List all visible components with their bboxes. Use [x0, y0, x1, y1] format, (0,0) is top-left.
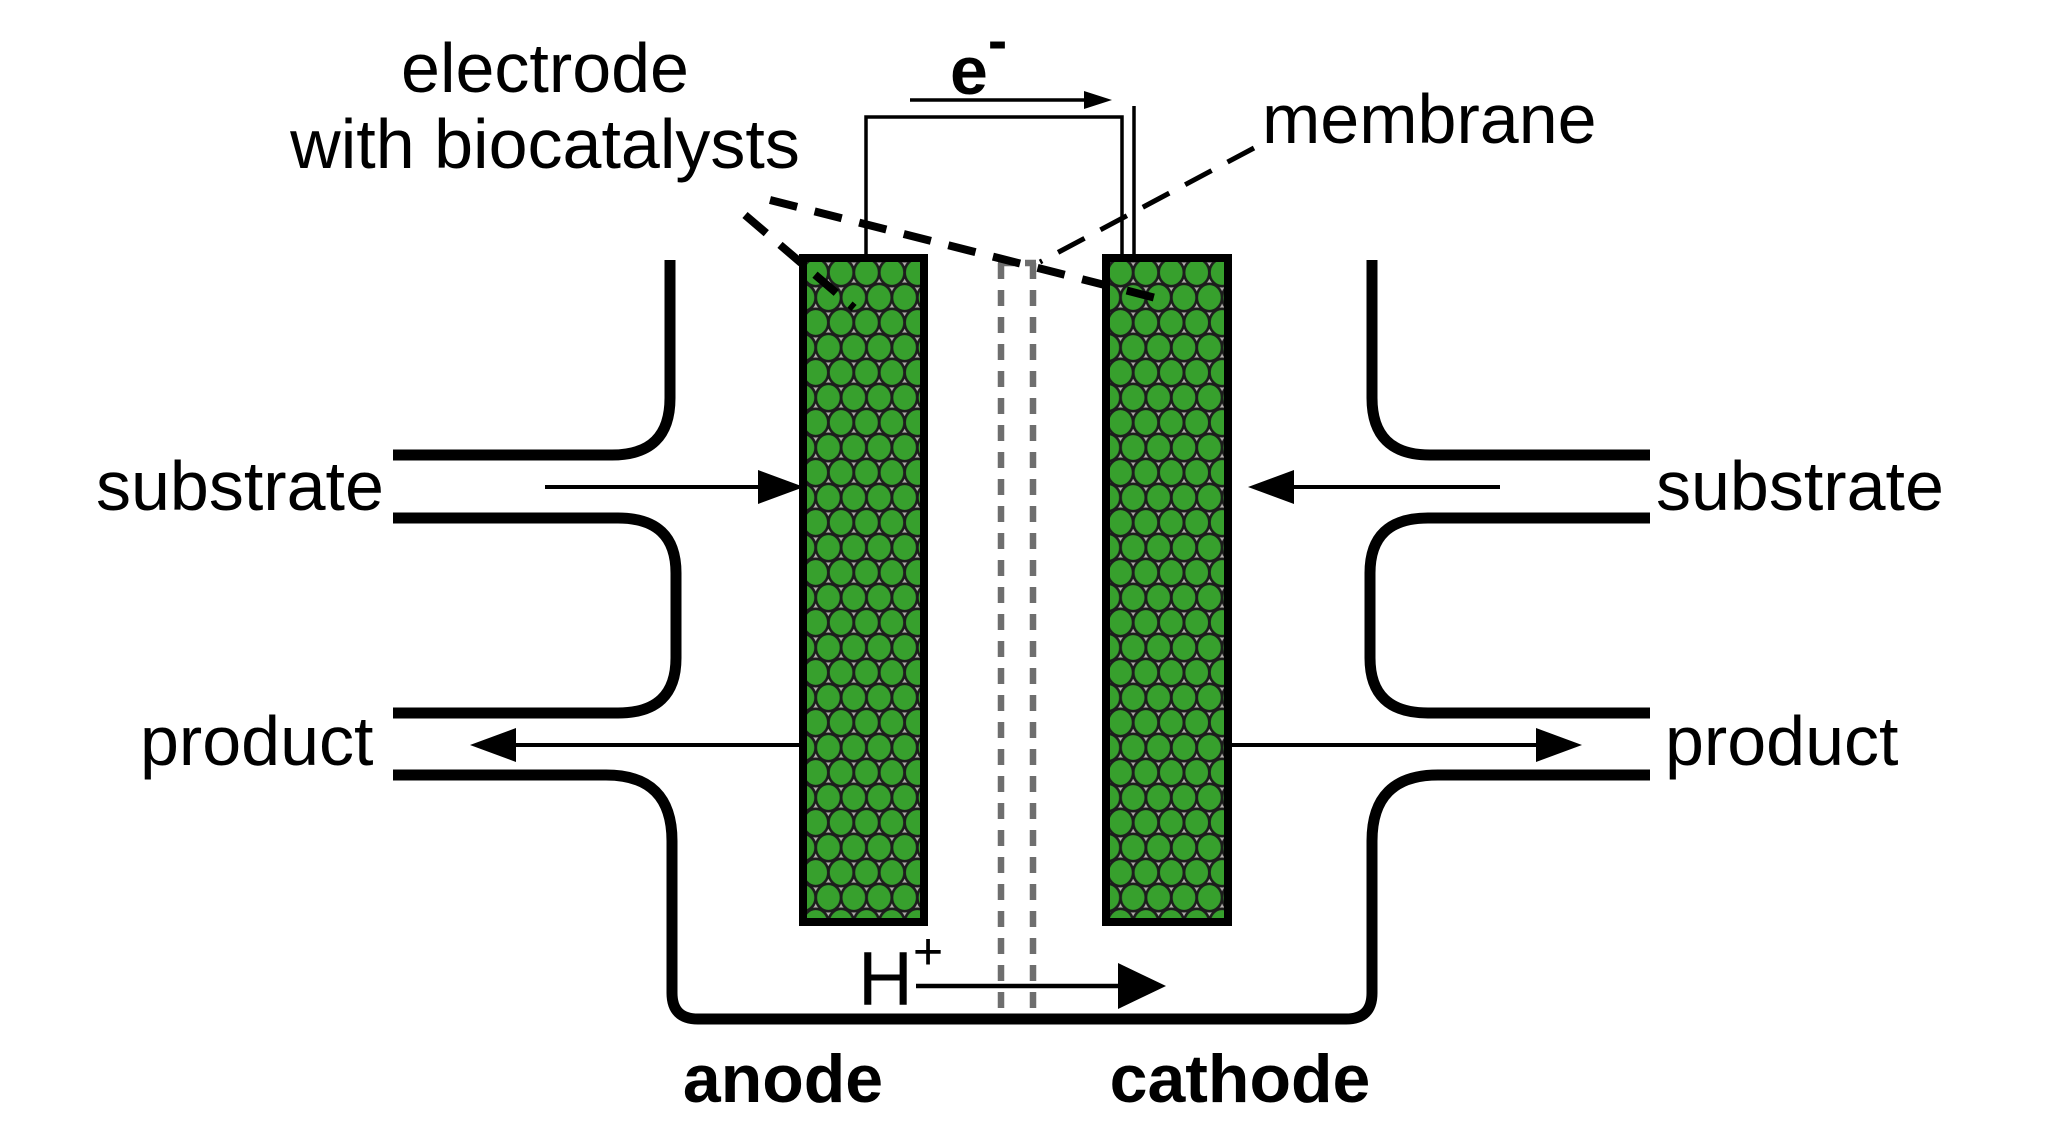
right-middle-wall-bracket: [1364, 512, 1650, 719]
proton-transfer-arrow: [916, 963, 1166, 1009]
external-circuit-wire: [864, 106, 1136, 260]
substrate-in-left-arrow: [545, 470, 804, 504]
right-top-wall: [1366, 260, 1650, 461]
left-middle-wall-bracket: [393, 512, 682, 719]
product-right-label: product: [1665, 702, 1898, 780]
right-electrode-biocatalysts: [1106, 258, 1228, 922]
membrane-label-leader: [1038, 145, 1256, 265]
electron-label: e-: [950, 8, 1007, 109]
flow-channel-walls: [393, 260, 1650, 1025]
substrate-left-label: substrate: [96, 447, 384, 525]
product-out-right-arrow: [1232, 728, 1582, 762]
right-electrode-cathode: [1102, 254, 1232, 926]
left-electrode-anode: [799, 254, 928, 926]
bottom-wall-and-floor: [393, 769, 1650, 1025]
substrate-in-right-arrow: [1248, 470, 1500, 504]
membrane-dashed-lines: [997, 259, 1037, 1014]
membrane-label: membrane: [1262, 80, 1597, 158]
electron-flow-arrow: [910, 91, 1112, 109]
left-top-wall: [393, 260, 676, 461]
anode-label: anode: [683, 1041, 883, 1117]
product-out-left-arrow: [470, 728, 802, 762]
flow-arrows: [470, 470, 1582, 1009]
text-labels: electrode with biocatalysts e- membrane …: [96, 8, 1944, 1117]
label-leader-lines: [742, 145, 1256, 312]
left-electrode-biocatalysts: [803, 258, 924, 922]
electrode-label-line2: with biocatalysts: [289, 105, 800, 183]
right-electrode-border: [1102, 254, 1232, 926]
electrode-label-leader-right: [769, 196, 1157, 302]
left-electrode-border: [799, 254, 928, 926]
electrode-label-line1: electrode: [401, 29, 689, 107]
wire-main: [864, 115, 1124, 260]
substrate-right-label: substrate: [1656, 447, 1944, 525]
proton-label: H+: [858, 923, 943, 1022]
cathode-label: cathode: [1110, 1041, 1371, 1117]
product-left-label: product: [140, 702, 373, 780]
electron-arrowhead: [1084, 91, 1112, 109]
electrode-label-leader-left: [742, 211, 857, 312]
